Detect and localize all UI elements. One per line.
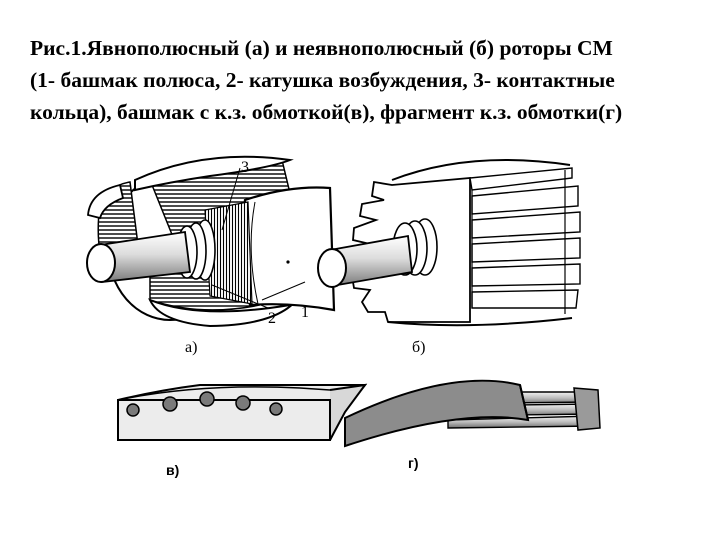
label-num-1: 1	[301, 304, 309, 321]
figure-caption: Рис.1.Явнополюсный (а) и неявнополюсный …	[30, 32, 700, 128]
winding-bar-hole	[269, 402, 283, 416]
winding-bar-hole	[199, 391, 215, 407]
pole-shoe-lower	[148, 291, 303, 328]
label-num-3: 3	[241, 159, 249, 176]
end-ring	[344, 379, 530, 448]
label-v: в)	[166, 462, 179, 478]
pole-shoe-front	[243, 186, 336, 312]
winding-bar-hole	[235, 395, 251, 411]
label-b: б)	[412, 339, 425, 356]
winding-bar-hole	[162, 396, 178, 412]
cylindrical-rotor	[317, 159, 581, 327]
caption-line-3: кольца), башмак с к.з. обмоткой(в), фраг…	[30, 100, 623, 124]
pole-shoe-with-winding	[117, 383, 368, 441]
label-a: а)	[185, 339, 197, 356]
winding-fragment	[344, 379, 601, 448]
caption-line-2: (1- башмак полюса, 2- катушка возбуждени…	[30, 68, 615, 92]
label-g: г)	[408, 455, 419, 471]
caption-line-1: Рис.1.Явнополюсный (а) и неявнополюсный …	[30, 36, 613, 60]
salient-pole-rotor	[86, 155, 336, 328]
winding-bar-hole	[126, 403, 140, 417]
pole-shoe-upper	[134, 155, 294, 192]
label-num-2: 2	[268, 310, 276, 327]
